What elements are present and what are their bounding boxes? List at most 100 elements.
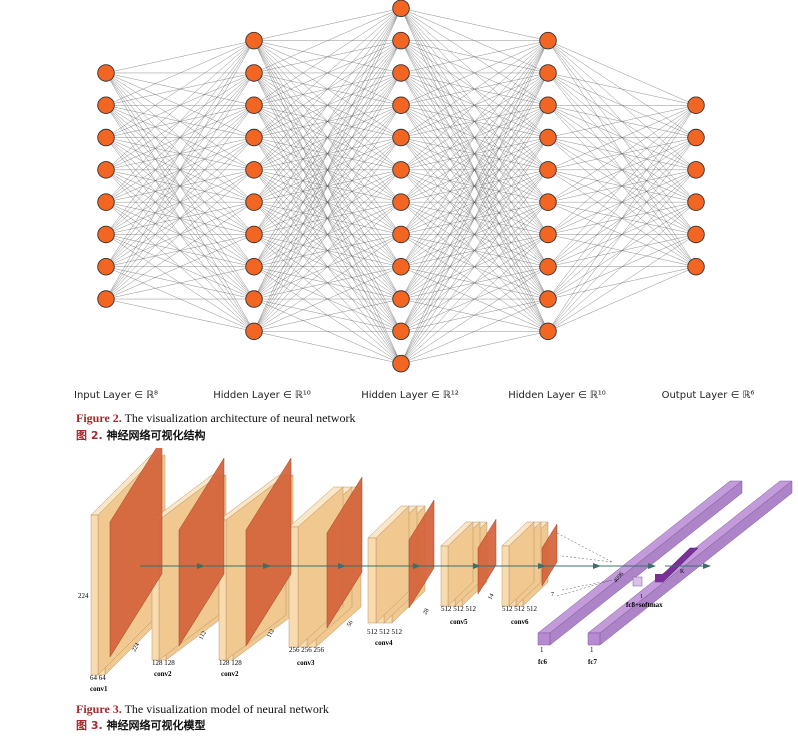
label-conv2a-channels: 128 128 (152, 659, 175, 667)
neuron-node (245, 31, 263, 50)
connection-line (547, 105, 697, 171)
connection-line (400, 40, 549, 74)
figure-2-number: Figure 2. (76, 411, 122, 425)
connection-line (253, 105, 402, 332)
connection-line (253, 331, 402, 364)
feature-map (109, 448, 163, 658)
neuron-node (97, 128, 115, 147)
label-conv6-size: 14 (487, 593, 495, 601)
connection-line (253, 40, 402, 332)
connection-lines (105, 8, 697, 364)
conv-slab (367, 505, 410, 624)
neuron-node (392, 96, 410, 114)
neuron-node (245, 225, 263, 244)
label-conv3-channels: 256 256 256 (289, 646, 325, 654)
neuron-node (687, 258, 705, 276)
projection-line (556, 532, 613, 563)
neuron-node (392, 64, 410, 82)
connection-line (547, 201, 697, 332)
fc-bar (587, 480, 793, 646)
neuron-node (539, 322, 557, 341)
figure-3-number-zh: 图 3. (76, 719, 103, 732)
connection-line (105, 40, 255, 138)
neuron-node (687, 225, 705, 244)
connection-line (547, 105, 697, 203)
connection-line (253, 8, 402, 300)
connection-line (400, 40, 549, 267)
figure-3-caption-text: The visualization model of neural networ… (121, 702, 329, 716)
connection-line (547, 266, 697, 332)
connection-line (253, 298, 402, 332)
connection-line (253, 8, 402, 267)
neuron-node (392, 225, 410, 244)
neuron-node (687, 193, 705, 211)
layer-label-hidden-2: Hidden Layer ∈ ℝ¹² (361, 390, 459, 401)
conv-slab (440, 521, 474, 607)
feature-map (541, 523, 558, 587)
label-fc7-depth: 1 (590, 646, 594, 654)
connection-line (253, 234, 402, 332)
label-conv2a-name: conv2 (154, 670, 172, 678)
label-conv6-channels: 512 512 512 (502, 605, 538, 613)
label-conv6-out: 7 (551, 592, 554, 598)
neuron-node (392, 193, 410, 211)
connection-line (547, 169, 697, 332)
connection-line (105, 298, 255, 332)
neuron-node (97, 225, 115, 244)
connection-line (253, 266, 402, 332)
neuron-node (392, 290, 410, 308)
neuron-node (392, 0, 410, 18)
softmax-box (632, 576, 643, 587)
neuron-node (245, 96, 263, 114)
cnn-model-diagram: 224 64 64 conv1 224 128 128 conv2 112 12… (78, 448, 793, 693)
connection-line (105, 169, 255, 300)
connection-line (105, 40, 255, 267)
connection-line (105, 40, 255, 171)
fc-bar (537, 480, 743, 646)
neuron-node (97, 96, 115, 114)
connection-line (253, 8, 402, 138)
feature-map (245, 457, 292, 647)
label-conv4-channels: 512 512 512 (367, 628, 403, 636)
neuron-node (245, 161, 263, 179)
neuron-node (539, 290, 557, 308)
neuron-node (245, 258, 263, 276)
label-conv2b-channels: 128 128 (219, 659, 242, 667)
connection-line (547, 234, 697, 332)
neuron-node (539, 96, 557, 114)
connection-line (400, 40, 549, 332)
neuron-node (245, 322, 263, 341)
connection-line (253, 201, 402, 332)
connection-line (400, 266, 549, 364)
label-softmax: fc8+softmax (626, 601, 663, 609)
neuron-node (245, 64, 263, 82)
conv-slab (501, 521, 535, 607)
connection-line (105, 40, 255, 235)
label-input-size: 224 (78, 592, 89, 600)
connection-line (253, 72, 402, 332)
neuron-node (97, 64, 115, 82)
connection-line (547, 105, 697, 267)
connection-line (105, 201, 255, 300)
layer-label-input: Input Layer ∈ ℝ⁸ (74, 390, 158, 401)
label-conv2a-size: 224 (131, 642, 141, 653)
connection-line (253, 8, 402, 332)
feature-map (178, 457, 225, 647)
neuron-node (392, 161, 410, 179)
neuron-node (392, 322, 410, 341)
figure-2-number-zh: 图 2. (76, 429, 103, 442)
neuron-node (392, 354, 410, 373)
connection-line (105, 40, 255, 106)
connection-line (400, 40, 549, 364)
connection-line (400, 40, 549, 171)
figure-3-caption: Figure 3. The visualization model of neu… (76, 702, 329, 717)
figure-3-caption-zh: 图 3. 神经网络可视化模型 (76, 717, 206, 733)
neuron-node (245, 290, 263, 308)
connection-line (400, 8, 549, 41)
label-fc6-depth: 1 (540, 646, 544, 654)
connection-line (547, 105, 697, 300)
connection-line (400, 201, 549, 364)
neuron-node (539, 64, 557, 82)
connection-line (253, 8, 402, 203)
projection-line (561, 579, 613, 591)
